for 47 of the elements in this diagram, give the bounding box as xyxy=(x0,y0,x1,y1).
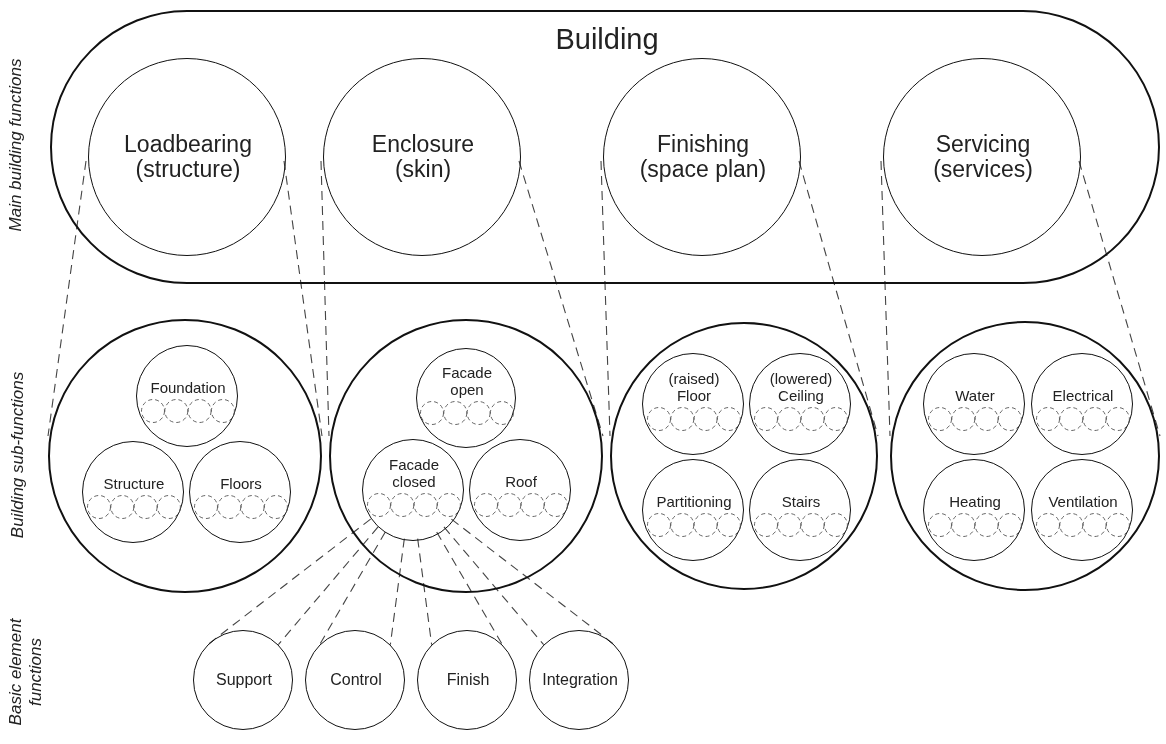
dashed-connector-line xyxy=(518,160,604,437)
sub-function-group-circle xyxy=(890,321,1160,591)
sub-function-label: Roof xyxy=(504,473,538,490)
dashed-connector-line xyxy=(283,160,323,437)
main-function-label: Enclosure (skin) xyxy=(370,131,476,183)
dashed-connector-line xyxy=(880,160,891,437)
dashed-connector-line xyxy=(1078,160,1161,437)
dashed-connector-line xyxy=(389,538,405,646)
dashed-connector-line xyxy=(798,160,879,437)
sub-function-label: Electrical xyxy=(1051,387,1115,404)
basic-function-label: Support xyxy=(214,671,273,689)
dashed-connector-line xyxy=(47,160,87,437)
dashed-connector-line xyxy=(417,538,433,646)
sub-function-label: Heating xyxy=(948,493,1002,510)
sub-function-label: (raised) Floor xyxy=(667,371,721,404)
row-label: Building sub-functions xyxy=(8,371,28,539)
main-function-label: Finishing (space plan) xyxy=(638,131,768,183)
main-function-label: Loadbearing (structure) xyxy=(123,131,253,183)
row-label: Basic element functions xyxy=(6,617,46,728)
dashed-connector-line xyxy=(436,531,503,646)
sub-function-label: Ventilation xyxy=(1047,493,1119,510)
dashed-connector-line xyxy=(319,531,386,646)
dashed-connector-line xyxy=(277,526,379,646)
main-function-label: Servicing (services) xyxy=(932,131,1034,183)
sub-function-group-circle xyxy=(329,319,603,593)
sub-function-label: Partitioning xyxy=(655,493,733,510)
building-title: Building xyxy=(554,24,660,56)
dashed-connector-line xyxy=(320,160,330,437)
sub-function-group-circle xyxy=(610,322,878,590)
dashed-connector-line xyxy=(207,518,372,646)
dashed-connector-line xyxy=(600,160,611,437)
sub-function-label: Water xyxy=(954,387,996,404)
sub-function-label: Facade open xyxy=(440,365,493,398)
dashed-connector-line xyxy=(450,518,615,646)
sub-function-label: Foundation xyxy=(149,379,227,396)
basic-function-label: Finish xyxy=(445,671,491,689)
row-label: Main building functions xyxy=(6,58,26,232)
basic-function-label: Integration xyxy=(541,671,619,689)
sub-function-label: (lowered) Ceiling xyxy=(768,371,834,404)
sub-function-label: Structure xyxy=(102,475,166,492)
dashed-connector-line xyxy=(443,526,545,646)
sub-function-label: Floors xyxy=(219,475,263,492)
basic-function-label: Control xyxy=(329,671,383,689)
sub-function-label: Stairs xyxy=(780,493,822,510)
sub-function-group-circle xyxy=(48,319,322,593)
sub-function-label: Facade closed xyxy=(387,457,440,490)
building-outline xyxy=(50,10,1160,284)
